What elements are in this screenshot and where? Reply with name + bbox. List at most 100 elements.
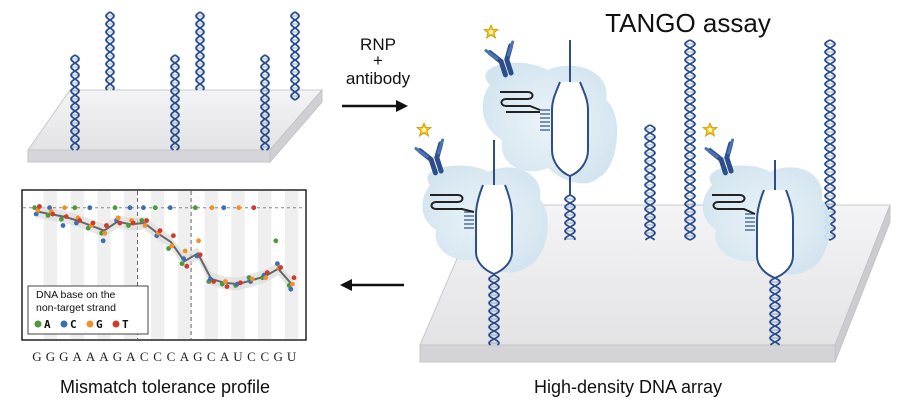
dna-strand xyxy=(769,277,781,346)
diagram-title: TANGO assay xyxy=(605,8,771,38)
sequence-base: A xyxy=(126,349,136,364)
step-label-line1: RNP xyxy=(360,35,396,54)
data-point-A xyxy=(112,205,118,211)
data-point-T xyxy=(77,218,82,223)
data-point-T xyxy=(37,204,42,209)
sequence-base: A xyxy=(86,349,96,364)
sequence-base: C xyxy=(260,349,269,364)
legend-key: G xyxy=(96,318,103,331)
data-point-G xyxy=(182,248,188,254)
legend-key: T xyxy=(122,318,129,331)
sequence-base: G xyxy=(59,349,68,364)
sequence-base: G xyxy=(274,349,283,364)
dna-strand xyxy=(644,124,656,241)
data-point-G xyxy=(115,215,121,221)
fluorophore-icon xyxy=(702,122,718,137)
dna-strand xyxy=(684,39,696,241)
data-point-C xyxy=(47,205,52,211)
data-point-C xyxy=(167,205,173,211)
sequence-base: A xyxy=(73,349,83,364)
sequence-base: G xyxy=(32,349,41,364)
sequence-base: A xyxy=(220,349,230,364)
rnp-complex-left xyxy=(422,140,548,276)
data-point-T xyxy=(90,220,96,226)
rnp-complex-top xyxy=(482,40,618,195)
data-point-T xyxy=(144,218,150,223)
rnp-complex-right xyxy=(702,160,831,280)
large-slide-dna-strands xyxy=(488,39,836,346)
data-point-T xyxy=(50,211,56,217)
dna-strand xyxy=(105,11,115,91)
data-point-A xyxy=(273,238,279,244)
data-point-C xyxy=(33,211,39,217)
left-arrow-icon xyxy=(340,279,404,291)
legend-title-line1: DNA base on the xyxy=(36,289,116,301)
data-point-G xyxy=(290,281,295,287)
data-point-G xyxy=(209,205,215,211)
data-point-G xyxy=(142,223,148,228)
step-label-line2: + xyxy=(373,51,383,70)
data-point-G xyxy=(196,238,202,244)
chart-points xyxy=(32,204,297,292)
dna-strand xyxy=(488,274,500,346)
sequence-base: G xyxy=(46,349,55,364)
step-label: RNP + antibody xyxy=(346,35,411,88)
data-point-T xyxy=(264,270,270,275)
data-point-A xyxy=(72,205,78,211)
data-point-T xyxy=(63,214,69,220)
sequence-base: A xyxy=(99,349,109,364)
data-point-A xyxy=(139,218,145,223)
sequence-base: G xyxy=(193,349,202,364)
sequence-base: C xyxy=(140,349,149,364)
data-point-T xyxy=(130,220,136,226)
fluorophore-icon xyxy=(416,122,432,137)
data-point-A xyxy=(152,205,158,211)
legend-swatch xyxy=(34,320,42,328)
data-point-T xyxy=(157,228,163,234)
data-point-C xyxy=(288,286,294,292)
sequence-base: C xyxy=(247,349,256,364)
right-arrow-icon xyxy=(342,100,408,112)
data-point-G xyxy=(62,205,67,211)
step-label-line3: antibody xyxy=(346,69,411,88)
data-point-T xyxy=(211,279,217,284)
data-point-G xyxy=(35,207,41,213)
grid-band xyxy=(204,191,218,339)
dna-strand xyxy=(260,54,270,151)
data-point-G xyxy=(236,205,242,211)
data-point-C xyxy=(100,238,106,244)
sequence-base: U xyxy=(233,349,243,364)
sequence-base: C xyxy=(207,349,216,364)
dna-strand xyxy=(70,54,80,151)
sequence-base: C xyxy=(153,349,162,364)
data-point-T xyxy=(224,284,230,289)
data-point-T xyxy=(171,233,176,239)
small-slide-dna-strands xyxy=(70,11,300,151)
data-point-C xyxy=(127,205,133,211)
data-point-C xyxy=(275,261,280,267)
data-point-A xyxy=(85,225,91,231)
data-point-C xyxy=(221,205,227,211)
data-point-A xyxy=(125,223,131,228)
data-point-T xyxy=(197,252,203,258)
chart-dividers xyxy=(137,191,192,339)
sequence-base: A xyxy=(180,349,190,364)
data-point-A xyxy=(45,213,51,218)
caption-left: Mismatch tolerance profile xyxy=(60,377,270,397)
data-point-C xyxy=(60,223,66,228)
grid-band xyxy=(258,191,272,339)
grid-band xyxy=(231,191,245,339)
data-point-C xyxy=(87,205,93,211)
legend-title-line2: non-target strand xyxy=(36,302,116,314)
sequence-base: U xyxy=(287,349,297,364)
data-point-T xyxy=(117,220,123,226)
legend-key: C xyxy=(70,318,77,331)
dna-strand xyxy=(290,11,300,101)
data-point-G xyxy=(249,276,255,282)
data-point-G xyxy=(263,275,268,281)
data-point-C xyxy=(181,256,187,261)
